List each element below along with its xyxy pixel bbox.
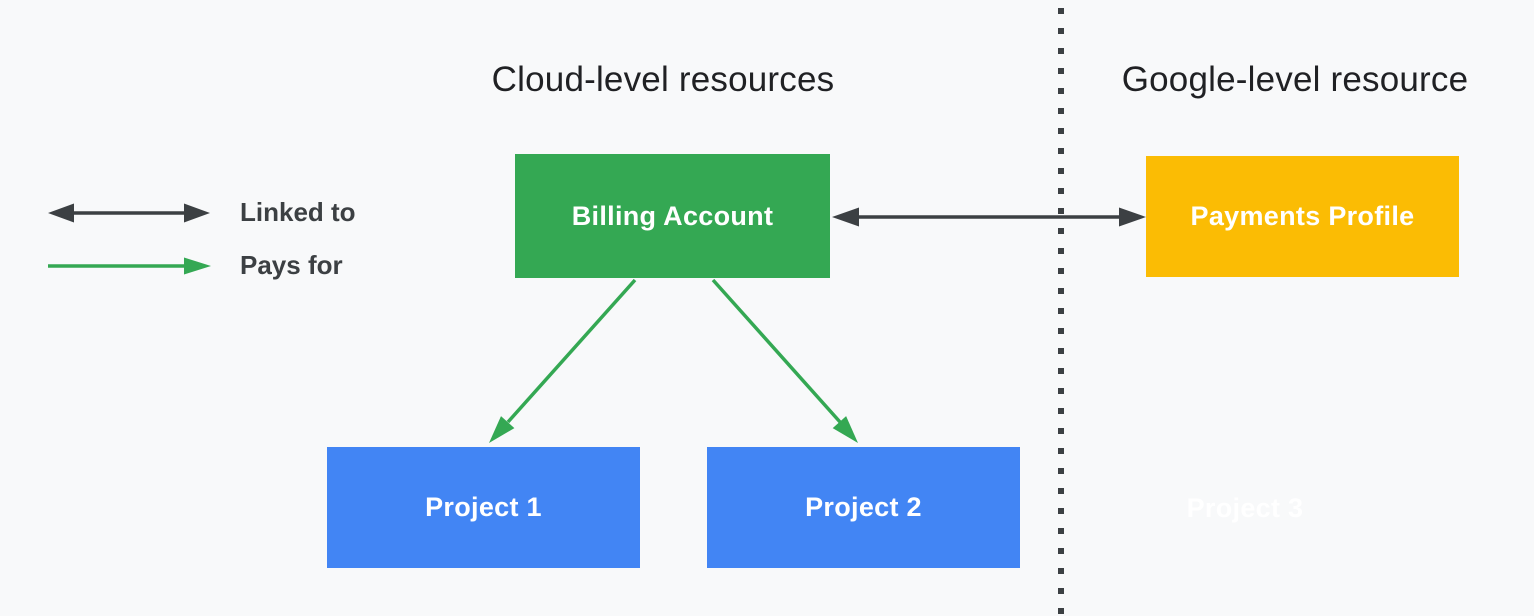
- billing-account-label: Billing Account: [571, 200, 774, 231]
- legend-label-pays-for: Pays for: [240, 250, 343, 280]
- payments-profile-label: Payments Profile: [1190, 201, 1415, 231]
- project3-label: Project 3: [1186, 493, 1304, 523]
- legend-linked-to-arrow-icon: [48, 203, 210, 223]
- project1-node: Project 1: [327, 447, 640, 568]
- project2-node: Project 2: [707, 447, 1020, 568]
- project2-label: Project 2: [805, 492, 922, 522]
- project1-label: Project 1: [425, 492, 542, 522]
- billing-account-node: Billing Account: [515, 154, 830, 278]
- billing-payments-linked-arrow: [832, 207, 1146, 227]
- cloud-level-heading: Cloud-level resources: [491, 60, 835, 99]
- legend-label-linked-to: Linked to: [240, 197, 356, 227]
- billing-project2-pays-arrow: [711, 278, 858, 443]
- billing-project1-pays-arrow: [489, 278, 637, 443]
- google-level-heading: Google-level resource: [1121, 60, 1469, 99]
- legend-pays-for-arrow-icon: [48, 257, 211, 275]
- payments-profile-node: Payments Profile: [1146, 156, 1459, 277]
